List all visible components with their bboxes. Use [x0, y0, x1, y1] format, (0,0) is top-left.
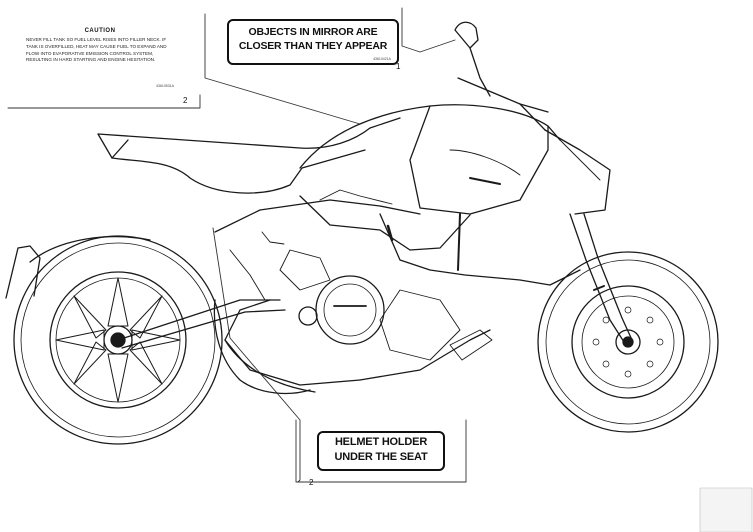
- callout-number-1: 1: [396, 62, 401, 71]
- exhaust: [213, 299, 311, 395]
- engine-and-frame: [214, 189, 581, 393]
- rear-wheel: [13, 235, 223, 445]
- caution-part-code: 43610531A: [156, 84, 174, 88]
- helmet-holder-label: HELMET HOLDER UNDER THE SEAT: [317, 431, 445, 471]
- swingarm: [117, 299, 286, 349]
- leader-lines: [7, 7, 467, 483]
- caution-title: CAUTION: [84, 28, 116, 34]
- seat-and-tail: [97, 117, 401, 194]
- front-end: [454, 21, 611, 215]
- rear-fender: [5, 236, 151, 299]
- caution-fuel-label: CAUTION Never fill tank so fuel level ri…: [24, 28, 176, 88]
- callout-number-2-top: 2: [183, 96, 188, 105]
- fuel-tank: [299, 104, 561, 215]
- callout-number-2-bottom: 2: [309, 478, 314, 487]
- mirror-label-line-1: OBJECTS IN MIRROR ARE: [248, 26, 378, 38]
- helmet-label-line-2: UNDER THE SEAT: [334, 451, 428, 463]
- mirror-part-code: 43610421A: [373, 57, 391, 61]
- mirror-warning-label: OBJECTS IN MIRROR ARE CLOSER THAN THEY A…: [227, 19, 399, 65]
- mirror-label-line-2: CLOSER THAN THEY APPEAR: [238, 40, 388, 52]
- helmet-label-line-1: HELMET HOLDER: [334, 436, 428, 448]
- corner-mark: [699, 487, 753, 532]
- front-fork: [569, 213, 633, 343]
- caution-body-text: Never fill tank so fuel level rises into…: [26, 37, 167, 63]
- front-wheel: [537, 251, 719, 433]
